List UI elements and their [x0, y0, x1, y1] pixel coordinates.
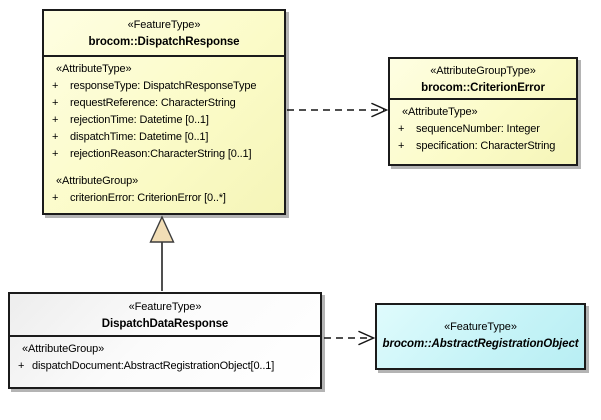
attribute-text: rejectionTime: Datetime [0..1]: [70, 114, 209, 126]
class-abstract-registration-object[interactable]: «FeatureType» brocom::AbstractRegistrati…: [375, 303, 586, 370]
visibility-marker: +: [52, 148, 59, 160]
visibility-marker: +: [52, 80, 59, 92]
dependency-arrow-criterion-error: [287, 102, 389, 118]
class-header: «FeatureType» brocom::AbstractRegistrati…: [377, 320, 584, 353]
attributes-compartment: «AttributeGroup» + dispatchDocument:Abst…: [10, 337, 320, 375]
attributes-compartment: «AttributeType» + sequenceNumber: Intege…: [390, 100, 576, 155]
attributes-compartment: «AttributeType» + responseType: Dispatch…: [44, 57, 284, 207]
class-header: «FeatureType» brocom::DispatchResponse: [44, 11, 284, 57]
attribute-text: requestReference: CharacterString: [70, 97, 236, 109]
attribute-text: responseType: DispatchResponseType: [70, 80, 257, 92]
stereotype-label: «FeatureType»: [128, 301, 202, 313]
class-criterion-error[interactable]: «AttributeGroupType» brocom::CriterionEr…: [388, 57, 578, 166]
class-name: brocom::CriterionError: [421, 82, 545, 94]
attribute-text: rejectionReason:CharacterString [0..1]: [70, 148, 252, 160]
class-name: brocom::DispatchResponse: [88, 36, 240, 48]
attribute-group-section-label: «AttributeGroup»: [56, 175, 139, 187]
class-header: «AttributeGroupType» brocom::CriterionEr…: [390, 59, 576, 100]
attribute-row: + responseType: DispatchResponseType: [44, 78, 284, 95]
attribute-group-section-label: «AttributeGroup»: [22, 343, 105, 355]
visibility-marker: +: [52, 114, 59, 126]
attribute-row: + sequenceNumber: Integer: [390, 121, 576, 138]
stereotype-label: «AttributeGroupType»: [430, 65, 536, 77]
class-name: DispatchDataResponse: [101, 318, 229, 330]
stereotype-label: «FeatureType»: [127, 19, 201, 31]
visibility-marker: +: [52, 131, 59, 143]
visibility-marker: +: [18, 360, 25, 372]
dependency-arrow-abstract-registration-object: [324, 330, 376, 346]
attribute-row: + specification: CharacterString: [390, 138, 576, 155]
attribute-type-section-label: «AttributeType»: [56, 63, 132, 75]
attribute-row: + dispatchTime: Datetime [0..1]: [44, 129, 284, 146]
attribute-text: criterionError: CriterionError [0..*]: [70, 192, 226, 204]
attribute-row: + rejectionTime: Datetime [0..1]: [44, 112, 284, 129]
stereotype-label: «FeatureType»: [444, 321, 517, 333]
generalization-arrow: [149, 215, 175, 291]
attribute-text: specification: CharacterString: [416, 140, 556, 152]
class-dispatch-response[interactable]: «FeatureType» brocom::DispatchResponse «…: [42, 9, 286, 215]
attribute-row: + criterionError: CriterionError [0..*]: [44, 190, 284, 207]
attribute-text: dispatchDocument:AbstractRegistrationObj…: [32, 360, 275, 372]
class-header: «FeatureType» DispatchDataResponse: [10, 294, 320, 337]
attribute-type-section-label: «AttributeType»: [402, 106, 478, 118]
attribute-text: sequenceNumber: Integer: [416, 123, 540, 135]
attribute-row: + requestReference: CharacterString: [44, 95, 284, 112]
class-name: brocom::AbstractRegistrationObject: [382, 338, 579, 350]
visibility-marker: +: [52, 97, 59, 109]
visibility-marker: +: [398, 140, 405, 152]
attribute-row: + rejectionReason:CharacterString [0..1]: [44, 146, 284, 163]
visibility-marker: +: [52, 192, 59, 204]
attribute-row: + dispatchDocument:AbstractRegistrationO…: [10, 358, 320, 375]
attribute-text: dispatchTime: Datetime [0..1]: [70, 131, 209, 143]
visibility-marker: +: [398, 123, 405, 135]
class-dispatch-data-response[interactable]: «FeatureType» DispatchDataResponse «Attr…: [8, 292, 322, 389]
